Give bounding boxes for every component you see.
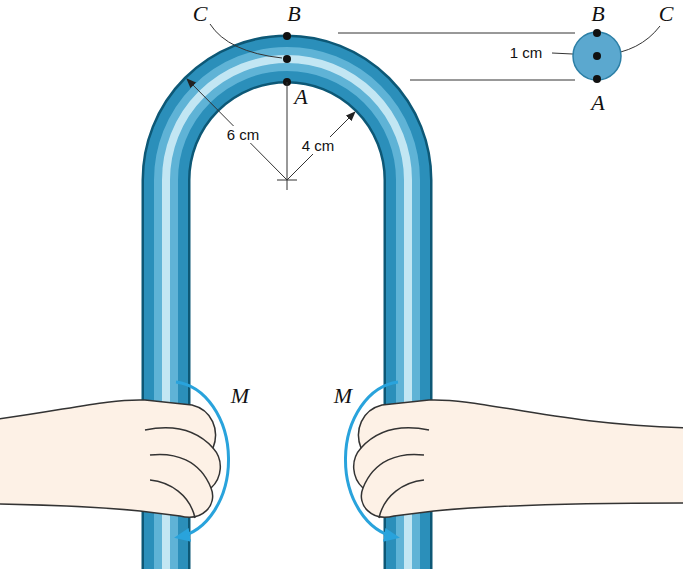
point-label: A: [294, 86, 307, 108]
cross-section: [573, 32, 621, 80]
point-label: B: [591, 3, 604, 25]
point: [593, 29, 601, 37]
dimension-lines: [187, 24, 660, 190]
point: [593, 75, 601, 83]
point: [283, 32, 291, 40]
dimension-label: 4 cm: [300, 137, 337, 154]
point-label: C: [193, 3, 208, 25]
point: [283, 55, 291, 63]
dimension-label: 6 cm: [225, 126, 262, 143]
moment-label: M: [334, 385, 352, 407]
point-label: B: [287, 3, 300, 25]
right-hand: [354, 400, 683, 518]
point: [593, 52, 601, 60]
left-hand: [0, 400, 220, 518]
dimension-label: 1 cm: [508, 44, 545, 61]
moment-label: M: [231, 385, 249, 407]
moment-arrow: [345, 382, 398, 537]
point-label: C: [659, 3, 674, 25]
moment-arrow: [176, 382, 229, 537]
point-label: A: [591, 92, 604, 114]
